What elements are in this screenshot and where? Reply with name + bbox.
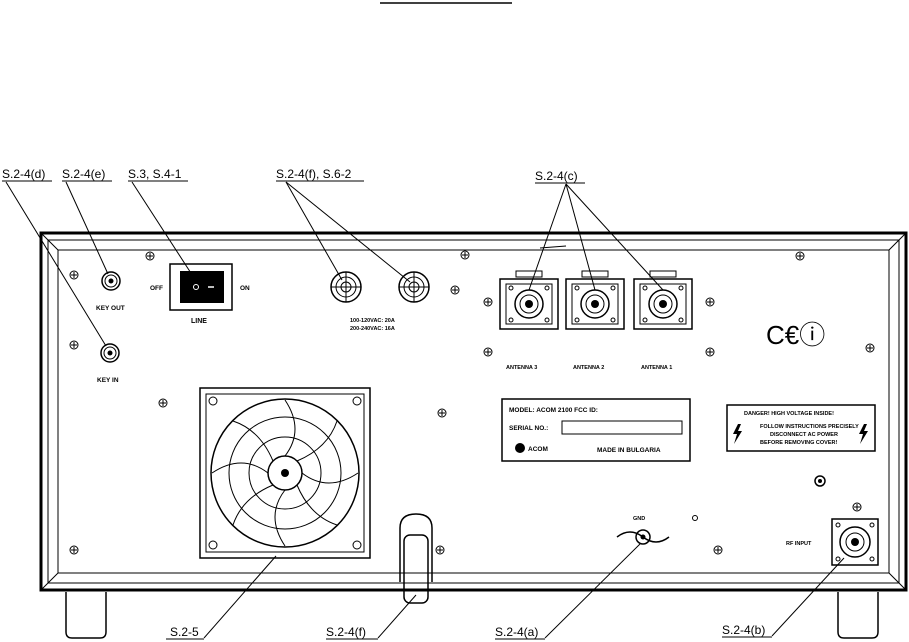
callout-s24d: S.2-4(d) xyxy=(2,167,45,181)
panel-screws xyxy=(69,250,875,555)
danger-line-2: DISCONNECT AC POWER xyxy=(770,432,838,438)
key-in-jack[interactable] xyxy=(100,343,120,363)
callout-s24f-top: S.2-4(f), S.6-2 xyxy=(276,167,352,181)
serial-field xyxy=(561,420,683,435)
danger-line-3: BEFORE REMOVING COVER! xyxy=(760,440,837,446)
fuse-rating-1: 100-120VAC: 20A xyxy=(350,318,395,324)
rf-input-connector[interactable] xyxy=(831,518,879,566)
key-out-label: KEY OUT xyxy=(96,305,125,312)
bevel xyxy=(40,232,59,251)
line-switch-bezel xyxy=(169,263,233,311)
gnd-terminal[interactable] xyxy=(635,529,651,545)
power-cord-gland xyxy=(399,513,433,582)
antenna-3-label: ANTENNA 3 xyxy=(506,365,537,371)
key-in-label: KEY IN xyxy=(97,377,119,384)
bevel xyxy=(888,572,907,591)
fuse-holder-left[interactable] xyxy=(330,271,362,303)
lightning-icon-right xyxy=(859,424,868,444)
rf-screw xyxy=(852,502,862,512)
switch-off-mark xyxy=(193,284,199,290)
model-plate xyxy=(501,398,691,462)
acom-logo-icon xyxy=(515,443,525,453)
antenna-3-connector[interactable] xyxy=(499,270,559,330)
gnd-label: GND xyxy=(633,516,645,522)
leader-lines xyxy=(5,181,845,639)
small-hole xyxy=(692,515,698,521)
model-text: MODEL: ACOM 2100 FCC ID: xyxy=(509,407,598,414)
bevel xyxy=(40,572,59,591)
switch-on-label: ON xyxy=(240,285,250,292)
fuse-rating-2: 200-240VAC: 16A xyxy=(350,326,395,332)
antenna-2-label: ANTENNA 2 xyxy=(573,365,604,371)
right-foot xyxy=(837,592,879,639)
callout-s24a: S.2-4(a) xyxy=(495,625,538,639)
danger-title: DANGER! HIGH VOLTAGE INSIDE! xyxy=(744,411,834,417)
antenna-1-label: ANTENNA 1 xyxy=(641,365,672,371)
callout-s25: S.2-5 xyxy=(170,625,199,639)
made-in-text: MADE IN BULGARIA xyxy=(597,447,661,454)
danger-plate xyxy=(726,404,876,452)
antenna-1-connector[interactable] xyxy=(633,270,693,330)
callout-s24b: S.2-4(b) xyxy=(722,623,765,637)
antenna-2-connector[interactable] xyxy=(565,270,625,330)
danger-line-1: FOLLOW INSTRUCTIONS PRECISELY xyxy=(760,424,859,430)
callout-s24c: S.2-4(c) xyxy=(535,169,578,183)
lightning-icon-left xyxy=(733,424,742,444)
ce-mark: C€ⓘ xyxy=(766,320,825,350)
switch-off-label: OFF xyxy=(150,285,163,292)
serial-label: SERIAL NO.: xyxy=(509,425,548,432)
round-marker xyxy=(814,475,826,487)
brand-text: ACOM xyxy=(528,446,548,453)
fuse-holder-right[interactable] xyxy=(398,271,430,303)
key-out-jack[interactable] xyxy=(101,271,121,291)
bevel xyxy=(888,232,907,251)
callout-s24f-bottom: S.2-4(f) xyxy=(326,625,366,639)
round-marker-dot xyxy=(818,479,822,483)
callout-s24e: S.2-4(e) xyxy=(62,167,105,181)
line-switch-rocker[interactable] xyxy=(180,271,224,303)
left-foot xyxy=(65,592,107,639)
power-cord xyxy=(403,534,429,604)
gnd-terminal-center xyxy=(640,534,646,540)
cooling-fan xyxy=(199,387,371,559)
callout-s3: S.3, S.4-1 xyxy=(128,167,182,181)
switch-name-label: LINE xyxy=(191,318,207,325)
rf-input-label: RF INPUT xyxy=(786,541,812,547)
